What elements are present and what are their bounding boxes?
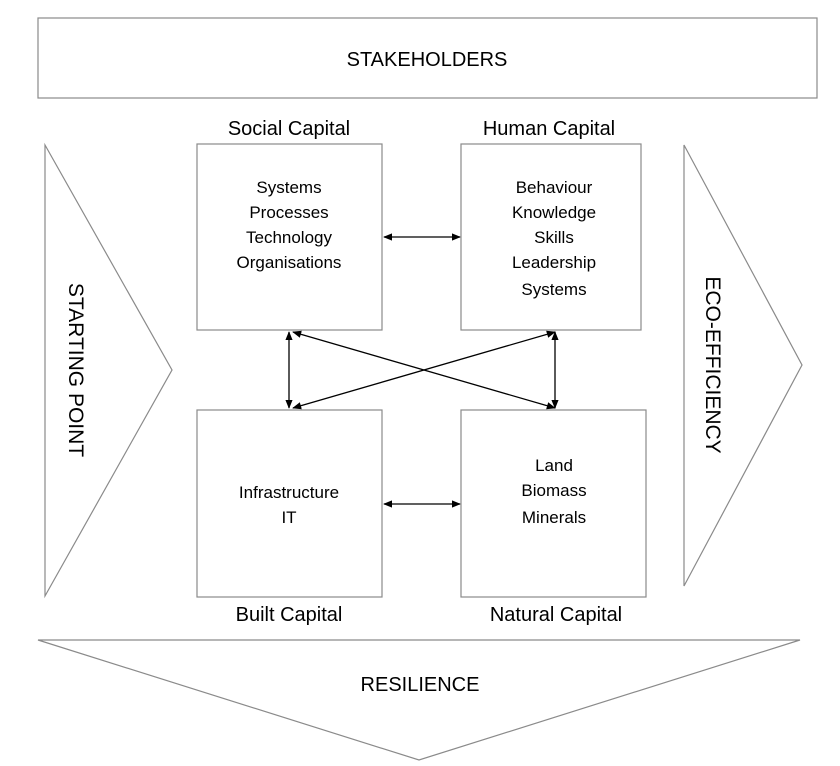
human-capital-line: Leadership [512, 253, 596, 272]
social-capital-box [196, 143, 383, 331]
human-capital-line: Knowledge [512, 203, 596, 222]
social-capital-line: Systems [256, 178, 321, 197]
stakeholders-banner: STAKEHOLDERS [37, 17, 818, 99]
social-capital-group: Social Capital Systems Processes Technol… [196, 118, 383, 331]
eco-efficiency-arrow: ECO-EFFICIENCY [683, 144, 803, 587]
human-capital-line: Systems [521, 280, 586, 299]
starting-point-shape [44, 142, 173, 599]
resilience-label: RESILIENCE [361, 674, 480, 696]
resilience-shape [37, 639, 801, 761]
natural-capital-box [460, 409, 647, 598]
social-capital-line: Processes [249, 203, 328, 222]
social-capital-line: Organisations [237, 253, 342, 272]
stakeholders-label: STAKEHOLDERS [347, 49, 508, 71]
human-capital-heading: Human Capital [483, 118, 615, 140]
human-capital-group: Human Capital Behaviour Knowledge Skills… [460, 118, 642, 331]
natural-capital-line: Minerals [522, 508, 586, 527]
built-capital-group: Infrastructure IT Built Capital [196, 409, 383, 626]
natural-capital-group: Land Biomass Minerals Natural Capital [460, 409, 647, 626]
human-capital-line: Behaviour [516, 178, 593, 197]
eco-efficiency-label: ECO-EFFICIENCY [701, 276, 724, 453]
resilience-arrow: RESILIENCE [37, 639, 801, 761]
built-capital-box [196, 409, 383, 598]
built-capital-line: IT [281, 508, 296, 527]
social-capital-heading: Social Capital [228, 118, 350, 140]
stakeholders-box [37, 17, 818, 99]
human-built-arrow [292, 330, 556, 410]
natural-capital-line: Biomass [521, 481, 586, 500]
built-capital-line: Infrastructure [239, 483, 339, 502]
built-capital-heading: Built Capital [236, 604, 343, 626]
starting-point-arrow: STARTING POINT [44, 142, 173, 599]
human-capital-box [460, 143, 642, 331]
social-capital-line: Technology [246, 228, 333, 247]
natural-capital-line: Land [535, 456, 573, 475]
starting-point-label: STARTING POINT [64, 283, 87, 457]
human-capital-line: Skills [534, 228, 574, 247]
natural-capital-heading: Natural Capital [490, 604, 622, 626]
connectors [285, 233, 559, 508]
eco-efficiency-shape [683, 144, 803, 587]
